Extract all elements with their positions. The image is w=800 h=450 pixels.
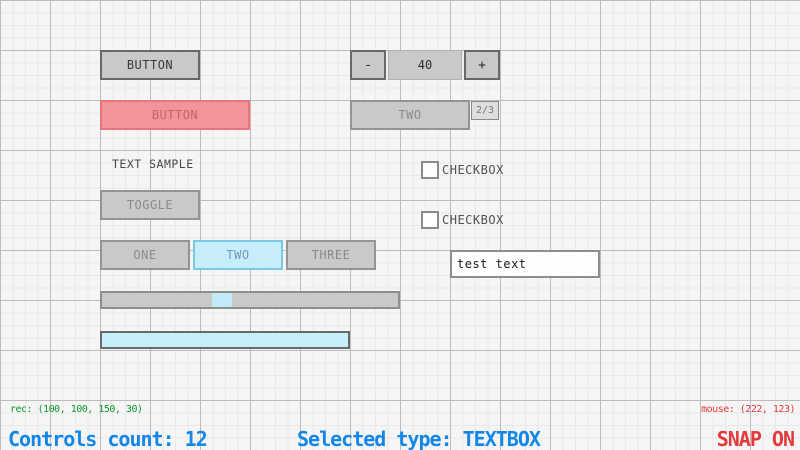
toggle-group-item-two[interactable]: TWO — [193, 240, 283, 270]
textbox-input[interactable]: test text — [450, 250, 600, 278]
status-selected-rec: rec: (100, 100, 150, 30) — [10, 404, 143, 415]
toggle-group-item-one[interactable]: ONE — [100, 240, 190, 270]
status-mouse-position: mouse: (222, 123) — [701, 404, 795, 415]
slider-handle[interactable] — [212, 293, 232, 307]
button-normal[interactable]: BUTTON — [100, 50, 200, 80]
spinner-value[interactable]: 40 — [388, 50, 462, 80]
slider[interactable] — [100, 291, 400, 309]
toggle-button[interactable]: TOGGLE — [100, 190, 200, 220]
checkbox-1[interactable] — [421, 161, 439, 179]
status-controls-count: Controls count: 12 — [8, 427, 208, 450]
spinner-minus-button[interactable]: - — [350, 50, 386, 80]
spinner-plus-button[interactable]: + — [464, 50, 500, 80]
combobox[interactable]: TWO — [350, 100, 470, 130]
checkbox-1-label: CHECKBOX — [442, 163, 504, 177]
status-snap-mode: SNAP ON — [716, 427, 795, 450]
checkbox-2[interactable] — [421, 211, 439, 229]
status-selected-type: Selected type: TEXTBOX — [297, 427, 541, 450]
checkbox-row-1: CHECKBOX — [421, 161, 504, 179]
progress-bar[interactable] — [100, 331, 350, 349]
combobox-index-badge[interactable]: 2/3 — [471, 101, 499, 120]
button-selected[interactable]: BUTTON — [100, 100, 250, 130]
checkbox-row-2: CHECKBOX — [421, 211, 504, 229]
spinner: - 40 + — [350, 50, 500, 80]
toggle-group-item-three[interactable]: THREE — [286, 240, 376, 270]
text-sample-label: TEXT SAMPLE — [112, 157, 194, 171]
checkbox-2-label: CHECKBOX — [442, 213, 504, 227]
